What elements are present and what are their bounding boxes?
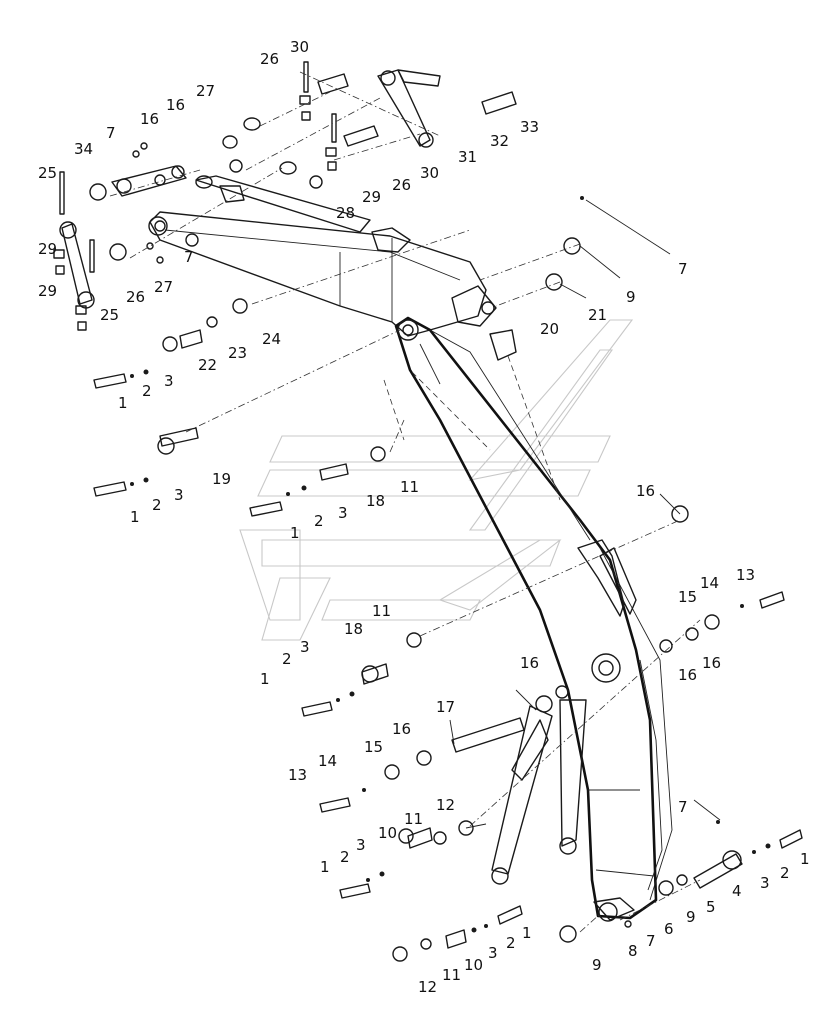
callout: 11 [400, 478, 419, 496]
callout: 26 [126, 288, 145, 306]
callout: 31 [458, 148, 477, 166]
callout: 15 [678, 588, 697, 606]
callout: 16 [166, 96, 185, 114]
callout-labels: 30 26 27 16 16 7 34 25 29 29 25 26 27 7 … [38, 38, 810, 996]
callout: 3 [164, 372, 174, 390]
callout: 13 [736, 566, 755, 584]
callout: 24 [262, 330, 281, 348]
callout: 14 [318, 752, 337, 770]
callout: 27 [154, 278, 173, 296]
callout: 21 [588, 306, 607, 324]
boom [148, 211, 517, 361]
callout: 8 [628, 942, 638, 960]
callout: 16 [678, 666, 697, 684]
callout: 11 [442, 966, 461, 984]
callout: 7 [678, 260, 688, 278]
bolts [59, 61, 803, 925]
callout: 1 [260, 670, 270, 688]
callout: 27 [196, 82, 215, 100]
callout: 11 [372, 602, 391, 620]
callout: 1 [118, 394, 128, 412]
callout: 7 [646, 932, 656, 950]
callout: 29 [362, 188, 381, 206]
leader-lines [109, 71, 721, 933]
callout: 20 [540, 320, 559, 338]
callout: 3 [300, 638, 310, 656]
callout: 7 [106, 124, 116, 142]
callout: 11 [404, 810, 423, 828]
callout: 28 [336, 204, 355, 222]
callout: 9 [592, 956, 602, 974]
callout: 16 [520, 654, 539, 672]
callout: 13 [288, 766, 307, 784]
callout: 7 [678, 798, 688, 816]
callout: 16 [392, 720, 411, 738]
arm-cylinder [195, 175, 371, 233]
callout: 12 [418, 978, 437, 996]
callout: 22 [198, 356, 217, 374]
callout: 3 [760, 874, 770, 892]
callout: 32 [490, 132, 509, 150]
callout: 30 [420, 164, 439, 182]
callout: 14 [700, 574, 719, 592]
callout: 2 [780, 864, 790, 882]
callout: 16 [636, 482, 655, 500]
callout: 5 [706, 898, 716, 916]
callout: 2 [142, 382, 152, 400]
callout: 6 [664, 920, 674, 938]
callout: 1 [320, 858, 330, 876]
callout: 2 [282, 650, 292, 668]
callout: 26 [260, 50, 279, 68]
callout: 16 [702, 654, 721, 672]
callout: 15 [364, 738, 383, 756]
callout: 3 [174, 486, 184, 504]
callout: 9 [626, 288, 636, 306]
callout: 1 [522, 924, 532, 942]
callout: 29 [38, 282, 57, 300]
callout: 9 [686, 908, 696, 926]
callout: 17 [436, 698, 455, 716]
callout: 25 [38, 164, 57, 182]
callout: 2 [314, 512, 324, 530]
callout: 30 [290, 38, 309, 56]
callout: 34 [74, 140, 93, 158]
callout: 18 [344, 620, 363, 638]
callout: 3 [356, 836, 366, 854]
callout: 26 [392, 176, 411, 194]
callout: 29 [38, 240, 57, 258]
linkage-parts [59, 69, 441, 309]
washers [89, 117, 720, 962]
callout: 23 [228, 344, 247, 362]
nuts [53, 95, 771, 933]
callout: 1 [290, 524, 300, 542]
callout: 1 [800, 850, 810, 868]
callout: 2 [152, 496, 162, 514]
bucket-cylinder [491, 695, 587, 885]
callout: 12 [436, 796, 455, 814]
callout: 3 [488, 944, 498, 962]
callout: 18 [366, 492, 385, 510]
pins [157, 73, 743, 949]
callout: 25 [100, 306, 119, 324]
arm [394, 316, 673, 922]
callout: 2 [340, 848, 350, 866]
callout: 10 [464, 956, 483, 974]
callout: 33 [520, 118, 539, 136]
callout: 19 [212, 470, 231, 488]
callout: 3 [338, 504, 348, 522]
callout: 4 [732, 882, 742, 900]
callout: 7 [184, 248, 194, 266]
callout: 2 [506, 934, 516, 952]
callout: 1 [130, 508, 140, 526]
callout: 16 [140, 110, 159, 128]
watermark-logo [239, 319, 634, 641]
callout: 10 [378, 824, 397, 842]
